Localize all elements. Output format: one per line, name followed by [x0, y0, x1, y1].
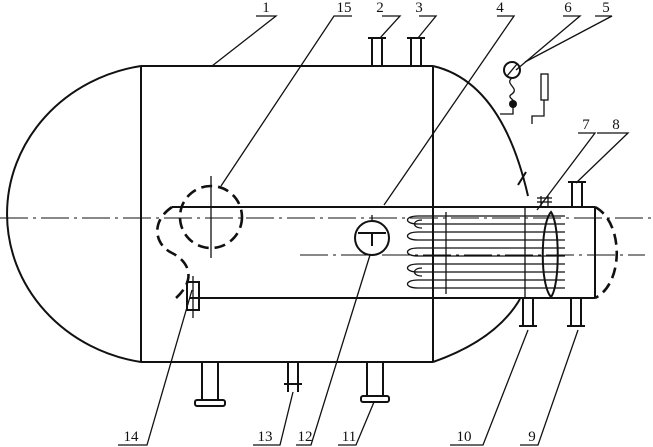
label-13: 13: [258, 429, 273, 445]
nozzle-3: [407, 37, 425, 66]
left-head: [6, 65, 142, 363]
label-10: 10: [457, 429, 472, 445]
label-14: 14: [124, 429, 140, 445]
nozzle-top-valve: [537, 196, 552, 207]
right-head-upper: [432, 65, 529, 197]
label-4: 4: [496, 0, 504, 16]
nozzle-13: [284, 362, 302, 392]
right-head-lower: [432, 298, 521, 363]
label-8: 8: [612, 117, 620, 133]
nozzle-2: [368, 37, 386, 66]
label-2: 2: [376, 0, 384, 16]
label-6: 6: [564, 0, 572, 16]
label-1: 1: [262, 0, 270, 16]
pipe-left-elbow: [156, 205, 190, 299]
nozzle-10: [519, 298, 537, 327]
connector-14: [186, 276, 200, 318]
pipe-end-cap: [594, 205, 619, 300]
thermometer: [531, 73, 549, 124]
sight-glass: [354, 215, 390, 256]
vessel-shell: [140, 65, 434, 363]
pressure-gauge: [500, 61, 521, 115]
nozzle-11: [360, 362, 390, 403]
label-9: 9: [528, 429, 536, 445]
label-12: 12: [298, 429, 313, 445]
label-5: 5: [602, 0, 610, 16]
label-15: 15: [337, 0, 352, 16]
heating-coil: [406, 210, 565, 299]
head-lug: [517, 171, 527, 186]
nozzle-8: [568, 181, 586, 207]
part-labels: 1 15 2 3 4 6 5 7 8 14 13 12 11 10 9: [124, 0, 620, 445]
nozzle-9: [567, 298, 585, 327]
label-3: 3: [415, 0, 423, 16]
manhole: [178, 176, 244, 258]
label-11: 11: [342, 429, 356, 445]
label-7: 7: [582, 117, 590, 133]
nozzle-bottom-left: [194, 362, 226, 407]
leader-lines: [118, 15, 630, 446]
inner-pipe: [172, 206, 645, 299]
